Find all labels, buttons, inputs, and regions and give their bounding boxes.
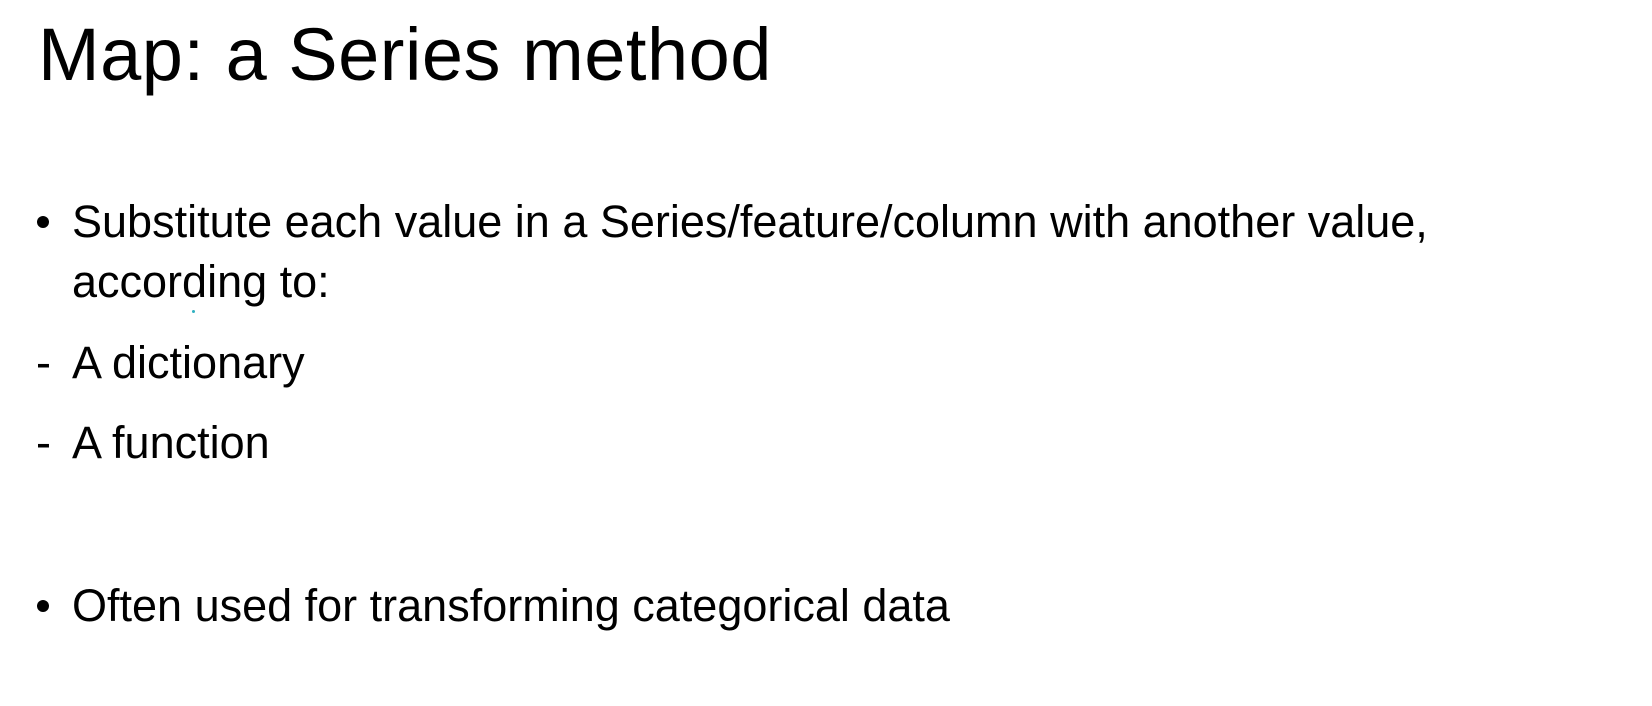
bullet-dot-icon <box>37 216 49 228</box>
cursor-dot-icon <box>192 310 195 313</box>
dash-marker: - <box>36 417 51 468</box>
sub-item-text: A function <box>72 417 270 468</box>
slide-title: Map: a Series method <box>38 13 772 96</box>
sub-item-text: A dictionary <box>72 337 305 388</box>
dash-marker: - <box>36 337 51 388</box>
bullet-dot-icon <box>37 600 49 612</box>
bullet-text-continuation: according to: <box>72 256 330 307</box>
bullet-text: Often used for transforming categorical … <box>72 580 950 631</box>
bullet-text: Substitute each value in a Series/featur… <box>72 196 1428 247</box>
